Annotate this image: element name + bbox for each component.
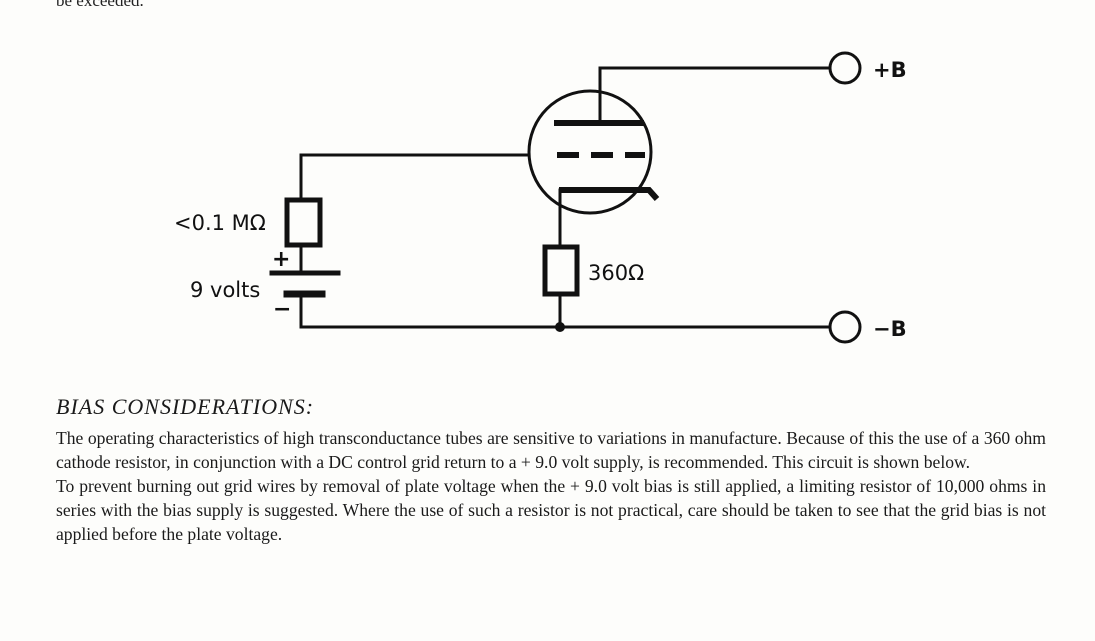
battery-plus-sign: + xyxy=(272,247,290,272)
plate-lead-wire xyxy=(598,66,832,125)
terminal-minus-b xyxy=(828,310,862,344)
terminal-plus-b xyxy=(828,51,862,85)
paragraph-bias-resistor: The operating characteristics of high tr… xyxy=(56,428,1046,472)
vacuum-tube-envelope xyxy=(527,89,653,215)
grid-resistor-label: <0.1 MΩ xyxy=(174,211,266,235)
cathode-resistor-label: 360Ω xyxy=(588,261,644,285)
body-text: The operating characteristics of high tr… xyxy=(56,426,1046,546)
grid-lead-wire xyxy=(299,153,531,202)
ground-junction-dot xyxy=(555,322,565,332)
terminal-plus-b-label: +B xyxy=(873,58,907,82)
battery-to-ground-wire xyxy=(299,292,832,329)
tube-bias-circuit-diagram: <0.1 MΩ + 9 volts − 360Ω +B −B xyxy=(174,51,907,344)
terminal-minus-b-label: −B xyxy=(873,317,907,341)
cathode-resistor xyxy=(542,244,580,297)
tube-cathode xyxy=(559,187,660,201)
top-text-fragment: be exceeded. xyxy=(56,0,144,10)
battery-label: 9 volts xyxy=(190,278,260,302)
paragraph-limiting-resistor: To prevent burning out grid wires by rem… xyxy=(56,476,1046,544)
section-heading: BIAS CONSIDERATIONS: xyxy=(56,394,315,419)
battery-minus-sign: − xyxy=(273,297,291,322)
grid-resistor xyxy=(284,197,323,248)
